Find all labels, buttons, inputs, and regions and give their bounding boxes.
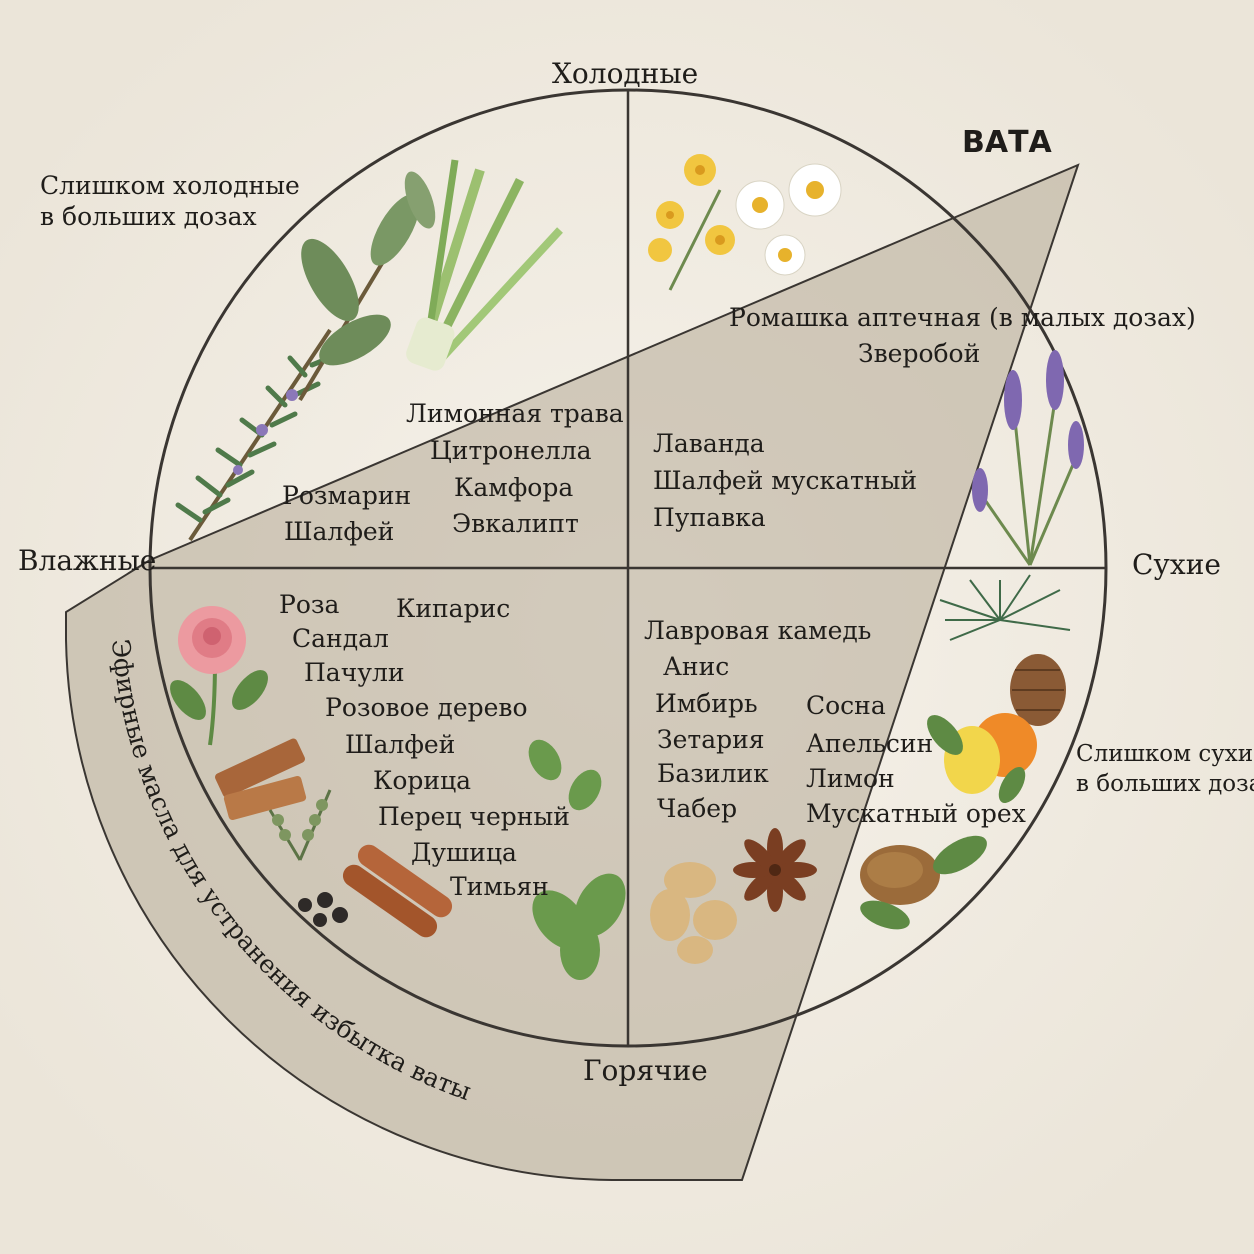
oil-ginger: Имбирь [655, 689, 758, 718]
oil-citronella: Цитронелла [430, 436, 592, 465]
oil-sage-hot: Шалфей [345, 730, 456, 759]
oil-zetaria: Зетария [657, 725, 765, 754]
oil-anise: Анис [663, 652, 730, 681]
oil-st-johns-wort: Зверобой [858, 339, 981, 368]
ginger-illustration [650, 862, 737, 964]
citrus-illustration [927, 713, 1037, 804]
oil-cypress: Кипарис [396, 594, 511, 623]
lemongrass-illustration [406, 159, 563, 371]
oil-chamomile-small-doses: Ромашка аптечная (в малых дозах) [729, 303, 1196, 332]
axis-label-cold: Холодные [552, 57, 699, 90]
axis-label-hot: Горячие [583, 1054, 708, 1087]
oil-savory: Чабер [657, 794, 738, 823]
oil-rosemary: Розмарин [282, 481, 412, 510]
thyme-illustration [268, 789, 332, 861]
caution-cold-line-1: Слишком холодные [40, 171, 300, 200]
oil-lavender: Лаванда [653, 429, 765, 458]
rosemary-illustration [175, 328, 337, 542]
oil-camphor: Камфора [454, 473, 574, 502]
oil-patchouli: Пачули [304, 658, 405, 687]
nutmeg-illustration [860, 835, 987, 930]
axis-label-moist: Влажные [18, 544, 157, 577]
cinnamon-illustration [342, 844, 453, 938]
black-pepper-illustration [298, 892, 348, 927]
lavender-illustration [972, 350, 1084, 566]
oil-lemon: Лимон [806, 764, 895, 793]
oil-eucalyptus: Эвкалипт [452, 509, 579, 538]
caution-cold-line-2: в больших дозах [40, 202, 257, 232]
oil-nutmeg: Мускатный орех [806, 799, 1026, 828]
caution-dry-line-1: Слишком сухие [1076, 741, 1254, 767]
caution-too-dry: Слишком сухие в больших дозах [1076, 740, 1254, 800]
star-anise-illustration [733, 828, 817, 912]
basil-illustration [528, 739, 626, 980]
oil-orange: Апельсин [806, 729, 934, 758]
sandalwood-illustration [215, 738, 307, 821]
oil-pine: Сосна [806, 691, 886, 720]
dosha-title: ВАТА [962, 125, 1052, 160]
caution-too-cold: Слишком холодные в больших дозах [40, 170, 300, 233]
st-johns-wort-illustration [648, 154, 735, 291]
axis-label-dry: Сухие [1132, 548, 1221, 581]
oil-sage: Шалфей [284, 517, 395, 546]
oil-clary-sage: Шалфей мускатный [653, 466, 918, 495]
oil-rosewood: Розовое дерево [325, 693, 528, 722]
oil-oregano: Душица [411, 838, 517, 867]
oil-lemongrass: Лимонная трава [406, 399, 624, 428]
oil-cinnamon: Корица [373, 766, 472, 795]
oil-thyme: Тимьян [450, 872, 549, 901]
oil-basil: Базилик [657, 759, 769, 788]
oil-sandalwood: Сандал [292, 624, 389, 653]
bay-leaf-illustration [298, 171, 436, 402]
caution-dry-line-2: в больших дозах [1076, 770, 1254, 797]
pine-cone-illustration [939, 574, 1071, 726]
oil-roman-chamomile: Пупавка [653, 503, 766, 532]
oil-rose: Роза [279, 590, 340, 619]
oil-black-pepper: Перец черный [378, 802, 570, 831]
rose-illustration [170, 606, 268, 746]
oil-bay-gum: Лавровая камедь [644, 616, 872, 645]
chamomile-illustration [735, 163, 842, 276]
